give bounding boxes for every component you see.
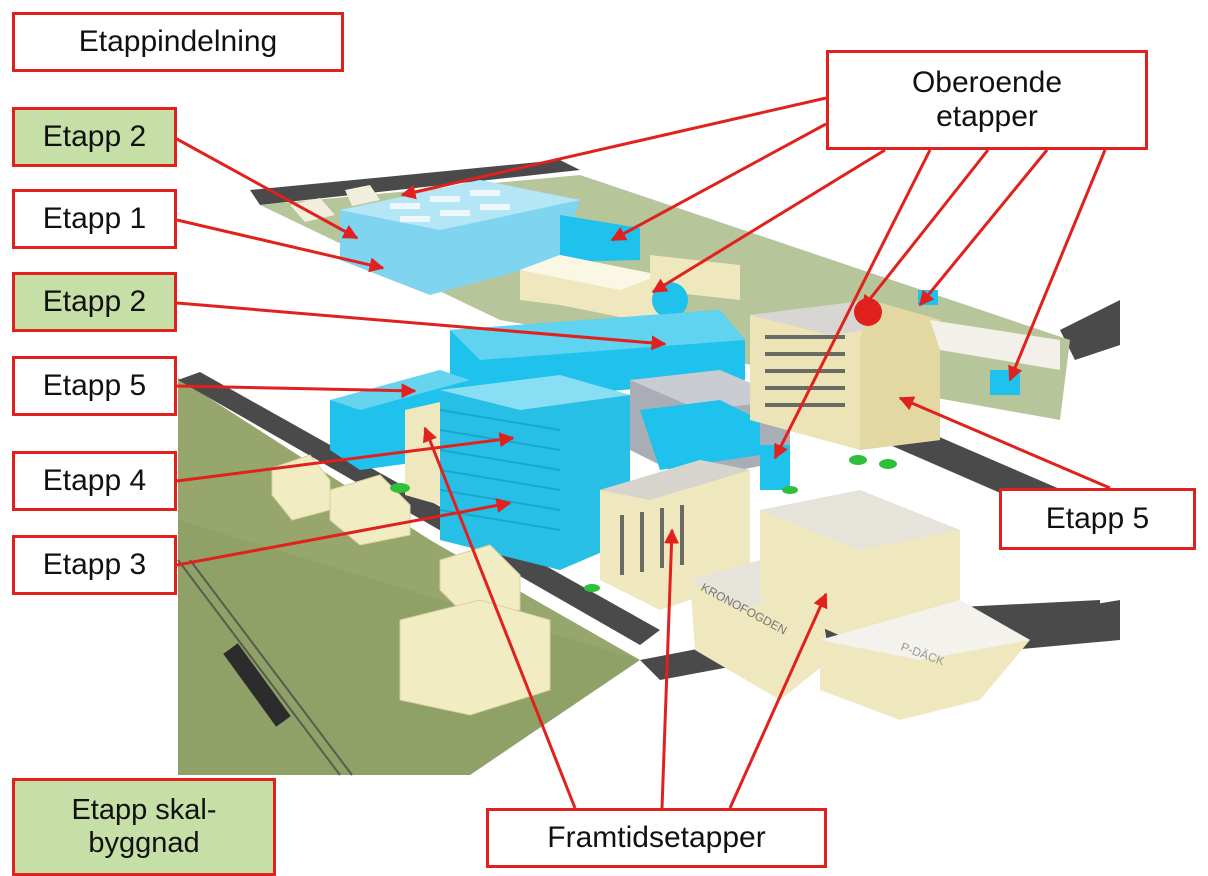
skal-label: Etapp skal- byggnad	[12, 778, 276, 876]
etapp5-left-label: Etapp 5	[12, 356, 177, 416]
oberoende-label: Oberoende etapper	[826, 50, 1148, 150]
train	[223, 643, 291, 727]
hospital-tower	[750, 290, 1060, 490]
etapp4-label: Etapp 4	[12, 451, 177, 511]
helipads	[390, 455, 897, 592]
etapp3-label: Etapp 3	[12, 535, 177, 595]
etapp5-right-label: Etapp 5	[999, 488, 1196, 550]
railway	[177, 559, 353, 776]
etapp1-label: Etapp 1	[12, 189, 177, 249]
framtid-label: Framtidsetapper	[486, 808, 827, 868]
etapp2-top-label: Etapp 2	[12, 107, 177, 167]
etapp2-mid-label: Etapp 2	[12, 272, 177, 332]
stage-tower	[405, 375, 630, 570]
title-label: Etappindelning	[12, 12, 344, 72]
